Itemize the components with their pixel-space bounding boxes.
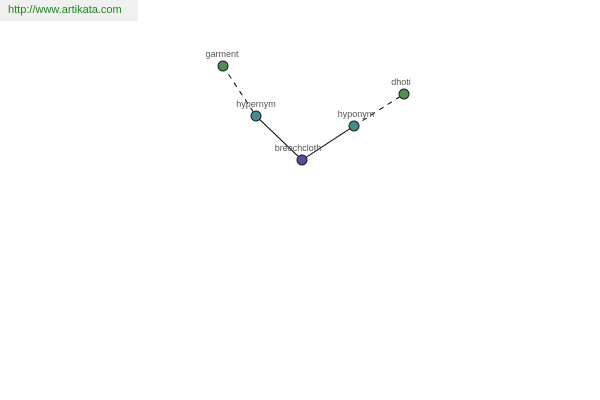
node-label-hypernym[interactable]: hypernym [236, 99, 276, 109]
edges-layer [222, 65, 405, 161]
node-dhoti[interactable]: dhoti [391, 77, 411, 100]
url-link[interactable]: http://www.artikata.com [8, 4, 122, 16]
node-garment[interactable]: garment [205, 49, 239, 72]
node-label-breechcloth[interactable]: breechcloth [275, 143, 322, 153]
node-label-garment[interactable]: garment [205, 49, 239, 59]
node-circle-garment[interactable] [217, 60, 229, 72]
node-hypernym[interactable]: hypernym [236, 99, 276, 122]
node-circle-hyponym[interactable] [348, 120, 360, 132]
edge-breechcloth-hyponym [301, 125, 355, 161]
edge-hypernym-breechcloth [255, 115, 303, 161]
node-circle-dhoti[interactable] [398, 88, 410, 100]
nodes-layer: garment hypernym breechcloth hyponym dhoti [205, 49, 411, 166]
node-circle-hypernym[interactable] [250, 110, 262, 122]
node-circle-breechcloth[interactable] [296, 154, 308, 166]
node-label-dhoti[interactable]: dhoti [391, 77, 411, 87]
node-breechcloth[interactable]: breechcloth [275, 143, 322, 166]
url-banner[interactable]: http://www.artikata.com [0, 0, 138, 21]
node-hyponym[interactable]: hyponym [338, 109, 375, 132]
node-label-hyponym[interactable]: hyponym [338, 109, 375, 119]
